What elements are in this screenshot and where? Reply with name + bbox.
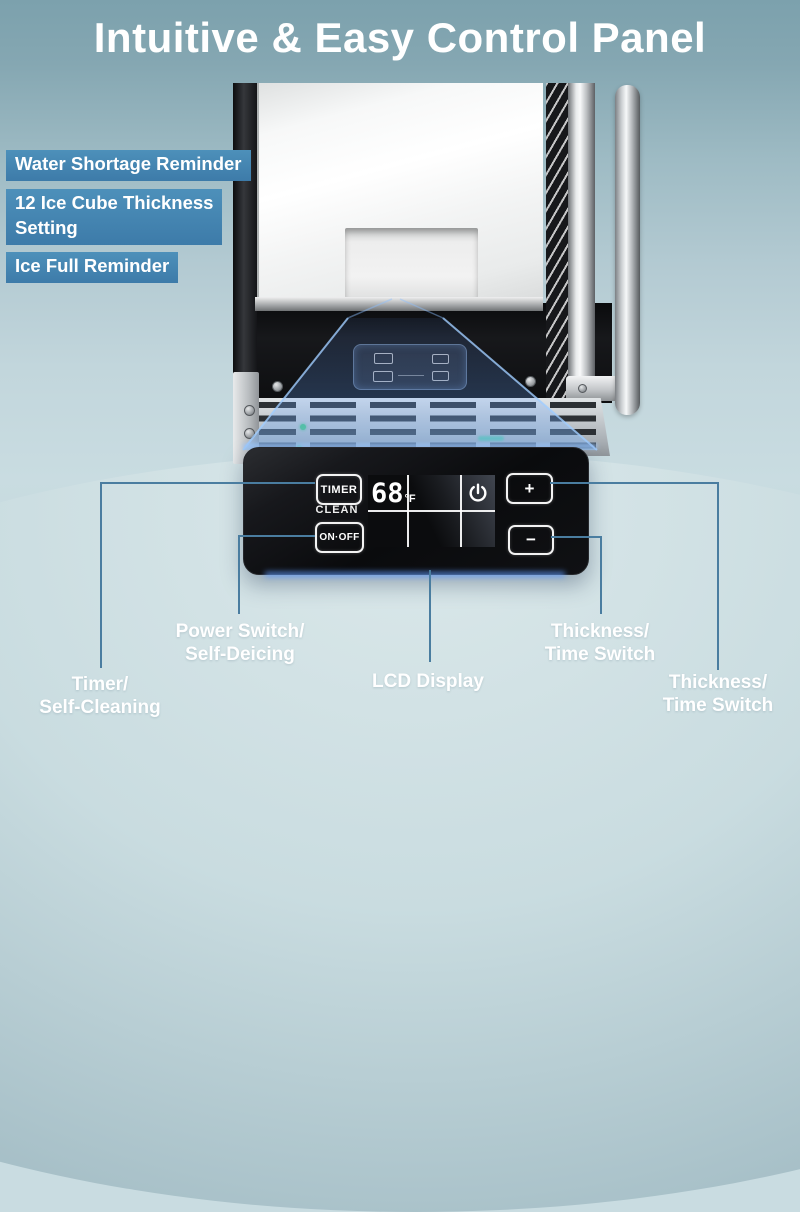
callout-label-line: LCD Display [372, 671, 484, 692]
callout-line-thickness-plus [550, 482, 719, 484]
door-handle [615, 85, 640, 415]
badge-line: Water Shortage Reminder [15, 153, 242, 174]
door-steel-edge [568, 83, 595, 413]
lcd-display: 68 °F [368, 475, 495, 547]
callout-label-line: Self-Deicing [185, 644, 295, 666]
callout-label-thickness-plus: Thickness/ Time Switch [626, 671, 800, 717]
mini-timer-button [374, 353, 393, 364]
bracket-screw [244, 428, 255, 439]
mini-display-line [398, 375, 424, 376]
mini-minus-button [432, 371, 449, 381]
callout-label-line: Self-Cleaning [39, 697, 161, 719]
badge-line: Setting [15, 216, 78, 238]
callout-label-line: Time Switch [662, 695, 774, 717]
callout-line-thickness-minus [551, 536, 602, 538]
temperature-unit: °F [404, 493, 416, 505]
badge-line: Ice Full Reminder [15, 255, 170, 276]
door-recessed-pocket [345, 228, 478, 298]
panel-bottom-glow [265, 572, 565, 577]
cabinet-screw [525, 376, 536, 387]
beam-glow-line [243, 444, 597, 448]
minus-button: − [508, 525, 554, 555]
control-panel: TIMER CLEAN ON·OFF 68 °F + − [243, 447, 589, 575]
callout-line-timer [100, 482, 315, 484]
callout-label-line: Thickness/ [550, 621, 650, 642]
door-bottom-trim [255, 297, 543, 311]
callout-label-line: Timer/ [71, 674, 129, 695]
mini-control-panel [353, 344, 467, 390]
temperature-value: 68 [371, 478, 404, 509]
callout-line-thickness-plus [717, 482, 719, 670]
plus-button: + [506, 473, 553, 504]
callout-label-line: Power Switch/ [175, 621, 305, 642]
temperature-readout: 68 °F [371, 480, 416, 507]
display-grid-line [368, 510, 495, 512]
callout-line-lcd [429, 570, 431, 662]
feature-badge-ice-full: Ice Full Reminder [6, 252, 179, 283]
power-icon [469, 483, 487, 502]
callout-label-timer: Timer/ Self-Cleaning [10, 673, 190, 719]
status-led-bar [478, 436, 504, 441]
handle-bracket-screw [578, 384, 587, 393]
callout-line-power [238, 535, 315, 537]
onoff-button: ON·OFF [315, 522, 364, 553]
cabinet-left-edge [233, 83, 257, 395]
page-title: Intuitive & Easy Control Panel [93, 14, 707, 61]
feature-badge-thickness-setting: 12 Ice Cube Thickness Setting [6, 189, 223, 245]
callout-label-lcd: LCD Display [338, 670, 518, 693]
cabinet-screw [272, 381, 283, 392]
bracket-screw [244, 405, 255, 416]
callout-label-power-switch: Power Switch/ Self-Deicing [147, 620, 333, 666]
mini-onoff-button [373, 371, 393, 382]
door-gasket-edge [546, 83, 568, 413]
badge-line: 12 Ice Cube Thickness [15, 192, 214, 213]
feature-badge-water-shortage: Water Shortage Reminder [6, 150, 251, 181]
callout-label-line: Thickness/ [668, 672, 768, 693]
callout-line-power [238, 535, 240, 614]
callout-line-thickness-minus [600, 536, 602, 614]
mini-plus-button [432, 354, 449, 364]
callout-label-line: Time Switch [544, 644, 656, 666]
status-led [300, 424, 306, 430]
clean-label: CLEAN [315, 504, 359, 516]
callout-line-timer [100, 482, 102, 668]
timer-button: TIMER [316, 474, 362, 505]
callout-label-thickness-minus: Thickness/ Time Switch [508, 620, 692, 666]
